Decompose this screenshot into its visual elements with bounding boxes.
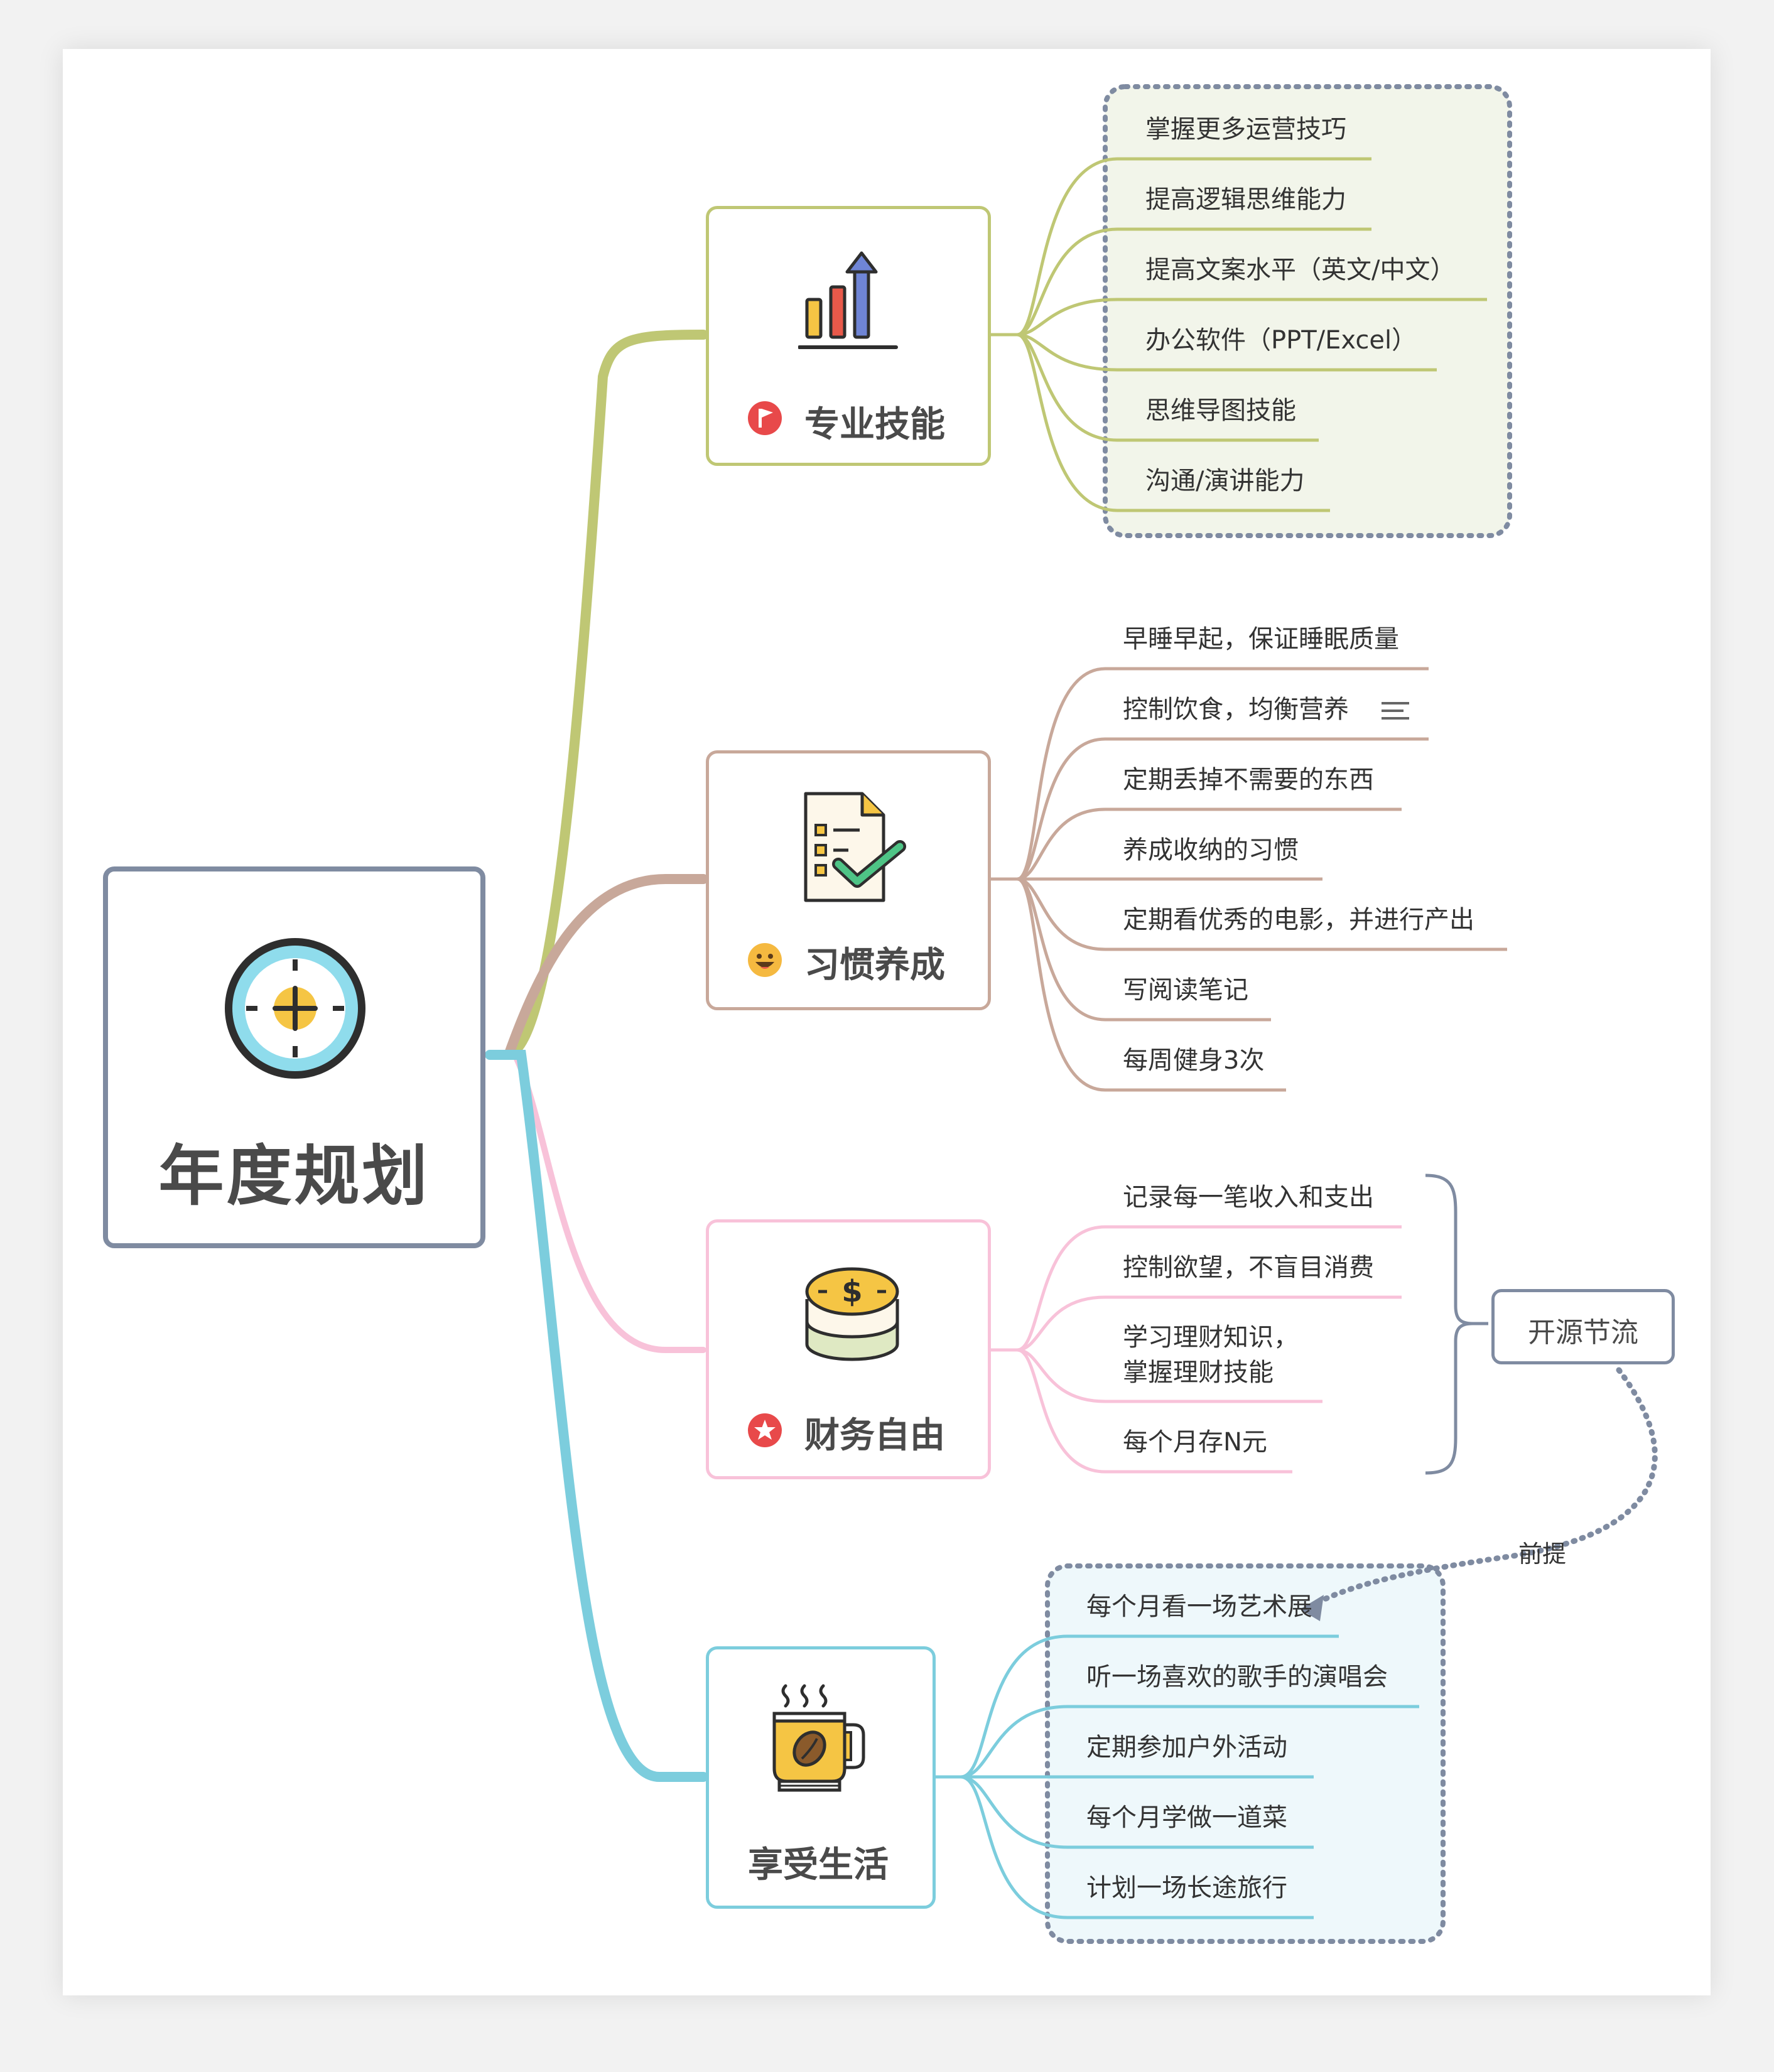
summary-topic[interactable]: 开源节流 bbox=[1491, 1289, 1675, 1364]
leaf-finance-1[interactable]: 记录每一笔收入和支出 bbox=[1123, 1183, 1374, 1212]
leaf-finance-3a[interactable]: 学习理财知识， bbox=[1123, 1323, 1299, 1352]
note-icon[interactable] bbox=[1382, 702, 1409, 722]
flag-marker-icon bbox=[748, 401, 782, 435]
leaf-life-5[interactable]: 计划一场长途旅行 bbox=[1086, 1874, 1287, 1902]
leaf-habits-6[interactable]: 写阅读笔记 bbox=[1123, 976, 1248, 1005]
topic-title-life: 享受生活 bbox=[748, 1845, 889, 1886]
topic-habits[interactable]: 习惯养成 bbox=[706, 750, 991, 1010]
branch-skills bbox=[504, 330, 708, 1060]
leaf-connectors-habits bbox=[989, 667, 1507, 1092]
topic-title-habits: 习惯养成 bbox=[804, 945, 945, 986]
leaf-life-4[interactable]: 每个月学做一道菜 bbox=[1086, 1803, 1287, 1832]
leaf-life-3[interactable]: 定期参加户外活动 bbox=[1086, 1733, 1287, 1762]
leaf-skills-5[interactable]: 思维导图技能 bbox=[1145, 396, 1296, 425]
topic-title-skills: 专业技能 bbox=[804, 404, 945, 445]
relationship-arrowhead bbox=[1300, 1595, 1324, 1621]
coffee-mug-icon bbox=[772, 1684, 865, 1792]
leaf-skills-6[interactable]: 沟通/演讲能力 bbox=[1145, 467, 1305, 495]
clock-icon bbox=[225, 938, 365, 1079]
topic-title-finance: 财务自由 bbox=[804, 1415, 945, 1456]
relationship-label[interactable]: 前提 bbox=[1518, 1540, 1567, 1568]
checklist-icon bbox=[804, 792, 906, 902]
topic-life[interactable]: 享受生活 bbox=[706, 1646, 936, 1909]
topic-skills[interactable]: 专业技能 bbox=[706, 206, 991, 466]
leaf-habits-5[interactable]: 定期看优秀的电影，并进行产出 bbox=[1123, 905, 1474, 934]
branch-life bbox=[485, 1050, 708, 1782]
leaf-habits-1[interactable]: 早睡早起，保证睡眠质量 bbox=[1123, 625, 1399, 654]
leaf-habits-7[interactable]: 每周健身3次 bbox=[1123, 1046, 1265, 1075]
branch-habits bbox=[504, 874, 708, 1060]
leaf-skills-4[interactable]: 办公软件（PPT/Excel） bbox=[1145, 326, 1417, 355]
leaf-habits-4[interactable]: 养成收纳的习惯 bbox=[1123, 836, 1299, 865]
star-marker-icon bbox=[748, 1413, 782, 1447]
leaf-habits-2[interactable]: 控制饮食，均衡营养 bbox=[1123, 695, 1349, 724]
bar-chart-icon bbox=[798, 251, 898, 349]
leaf-skills-1[interactable]: 掌握更多运营技巧 bbox=[1145, 115, 1346, 144]
svg-text:$: $ bbox=[841, 1274, 862, 1309]
summary-label: 开源节流 bbox=[1528, 1317, 1638, 1349]
leaf-finance-3b[interactable]: 掌握理财技能 bbox=[1123, 1358, 1274, 1387]
leaf-skills-2[interactable]: 提高逻辑思维能力 bbox=[1145, 185, 1346, 214]
leaf-connectors-life bbox=[934, 1634, 1419, 1919]
leaf-habits-3[interactable]: 定期丢掉不需要的东西 bbox=[1123, 765, 1374, 794]
leaf-finance-4[interactable]: 每个月存N元 bbox=[1123, 1428, 1267, 1457]
leaf-skills-3[interactable]: 提高文案水平（英文/中文） bbox=[1145, 256, 1456, 284]
boundary-skills bbox=[1103, 84, 1512, 538]
topic-finance[interactable]: $ 财务自由 bbox=[706, 1219, 991, 1479]
relationship-line bbox=[1312, 1367, 1658, 1607]
root-title: 年度规划 bbox=[158, 1138, 430, 1214]
coin-stack-icon: $ bbox=[805, 1267, 899, 1361]
leaf-connectors-finance bbox=[989, 1225, 1402, 1474]
leaf-life-2[interactable]: 听一场喜欢的歌手的演唱会 bbox=[1086, 1663, 1388, 1692]
root-topic[interactable]: 年度规划 bbox=[103, 866, 485, 1248]
smiley-marker-icon bbox=[748, 943, 782, 977]
leaf-finance-2[interactable]: 控制欲望，不盲目消费 bbox=[1123, 1253, 1374, 1282]
leaf-life-1[interactable]: 每个月看一场艺术展 bbox=[1086, 1592, 1312, 1621]
summary-brace bbox=[1425, 1174, 1473, 1475]
leaf-connectors-skills bbox=[989, 157, 1487, 512]
